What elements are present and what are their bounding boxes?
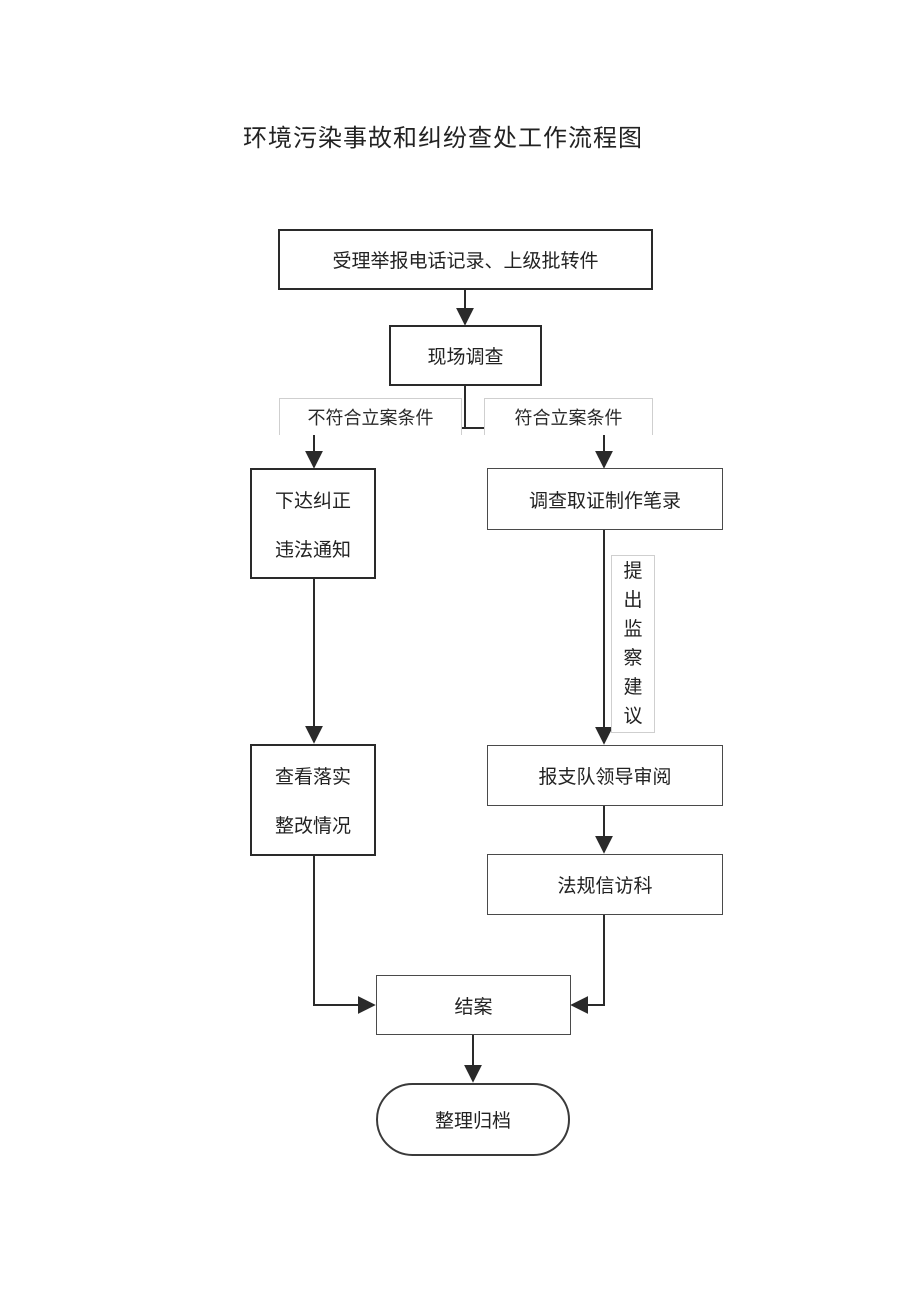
node-correction-notice-line2: 违法通知: [274, 538, 351, 561]
arrow-check-to-close: [313, 856, 376, 1014]
node-archive-label: 整理归档: [434, 1110, 511, 1132]
node-check-rectification: 查看落实 整改情况: [250, 744, 376, 856]
side-note-char-5: 建: [623, 676, 643, 698]
side-note-char-2: 出: [623, 589, 643, 611]
side-note-char-4: 察: [623, 647, 643, 669]
side-note-supervision-suggestion: 提 出 监 察 建 议: [611, 555, 655, 733]
condition-not-meet: 不符合立案条件: [279, 398, 462, 435]
page-title: 环境污染事故和纠纷查处工作流程图: [243, 124, 643, 152]
node-correction-notice-line1: 下达纠正: [274, 489, 351, 512]
condition-meet-label: 符合立案条件: [514, 408, 623, 429]
node-receive-report-label: 受理举报电话记录、上级批转件: [332, 250, 599, 272]
node-receive-report: 受理举报电话记录、上级批转件: [278, 229, 653, 290]
condition-meet: 符合立案条件: [484, 398, 653, 435]
node-site-investigation: 现场调查: [389, 325, 542, 386]
node-archive: 整理归档: [376, 1083, 570, 1156]
condition-not-meet-label: 不符合立案条件: [307, 408, 434, 429]
node-check-rectification-line1: 查看落实: [274, 766, 351, 788]
node-evidence-collection: 调查取证制作笔录: [487, 468, 723, 530]
node-site-investigation-label: 现场调查: [427, 346, 504, 368]
side-note-char-1: 提: [623, 560, 643, 582]
arrow-legal-to-close: [570, 915, 605, 1014]
node-check-rectification-line2: 整改情况: [274, 815, 351, 837]
node-leader-review: 报支队领导审阅: [487, 745, 723, 806]
node-evidence-collection-label: 调查取证制作笔录: [528, 489, 681, 512]
node-legal-department: 法规信访科: [487, 854, 723, 915]
side-note-char-6: 议: [623, 705, 643, 727]
side-note-char-3: 监: [623, 618, 643, 640]
node-correction-notice: 下达纠正 违法通知: [250, 468, 376, 579]
node-legal-department-label: 法规信访科: [557, 875, 653, 897]
node-leader-review-label: 报支队领导审阅: [538, 766, 672, 788]
node-case-closed: 结案: [376, 975, 571, 1035]
node-case-closed-label: 结案: [454, 995, 493, 1018]
